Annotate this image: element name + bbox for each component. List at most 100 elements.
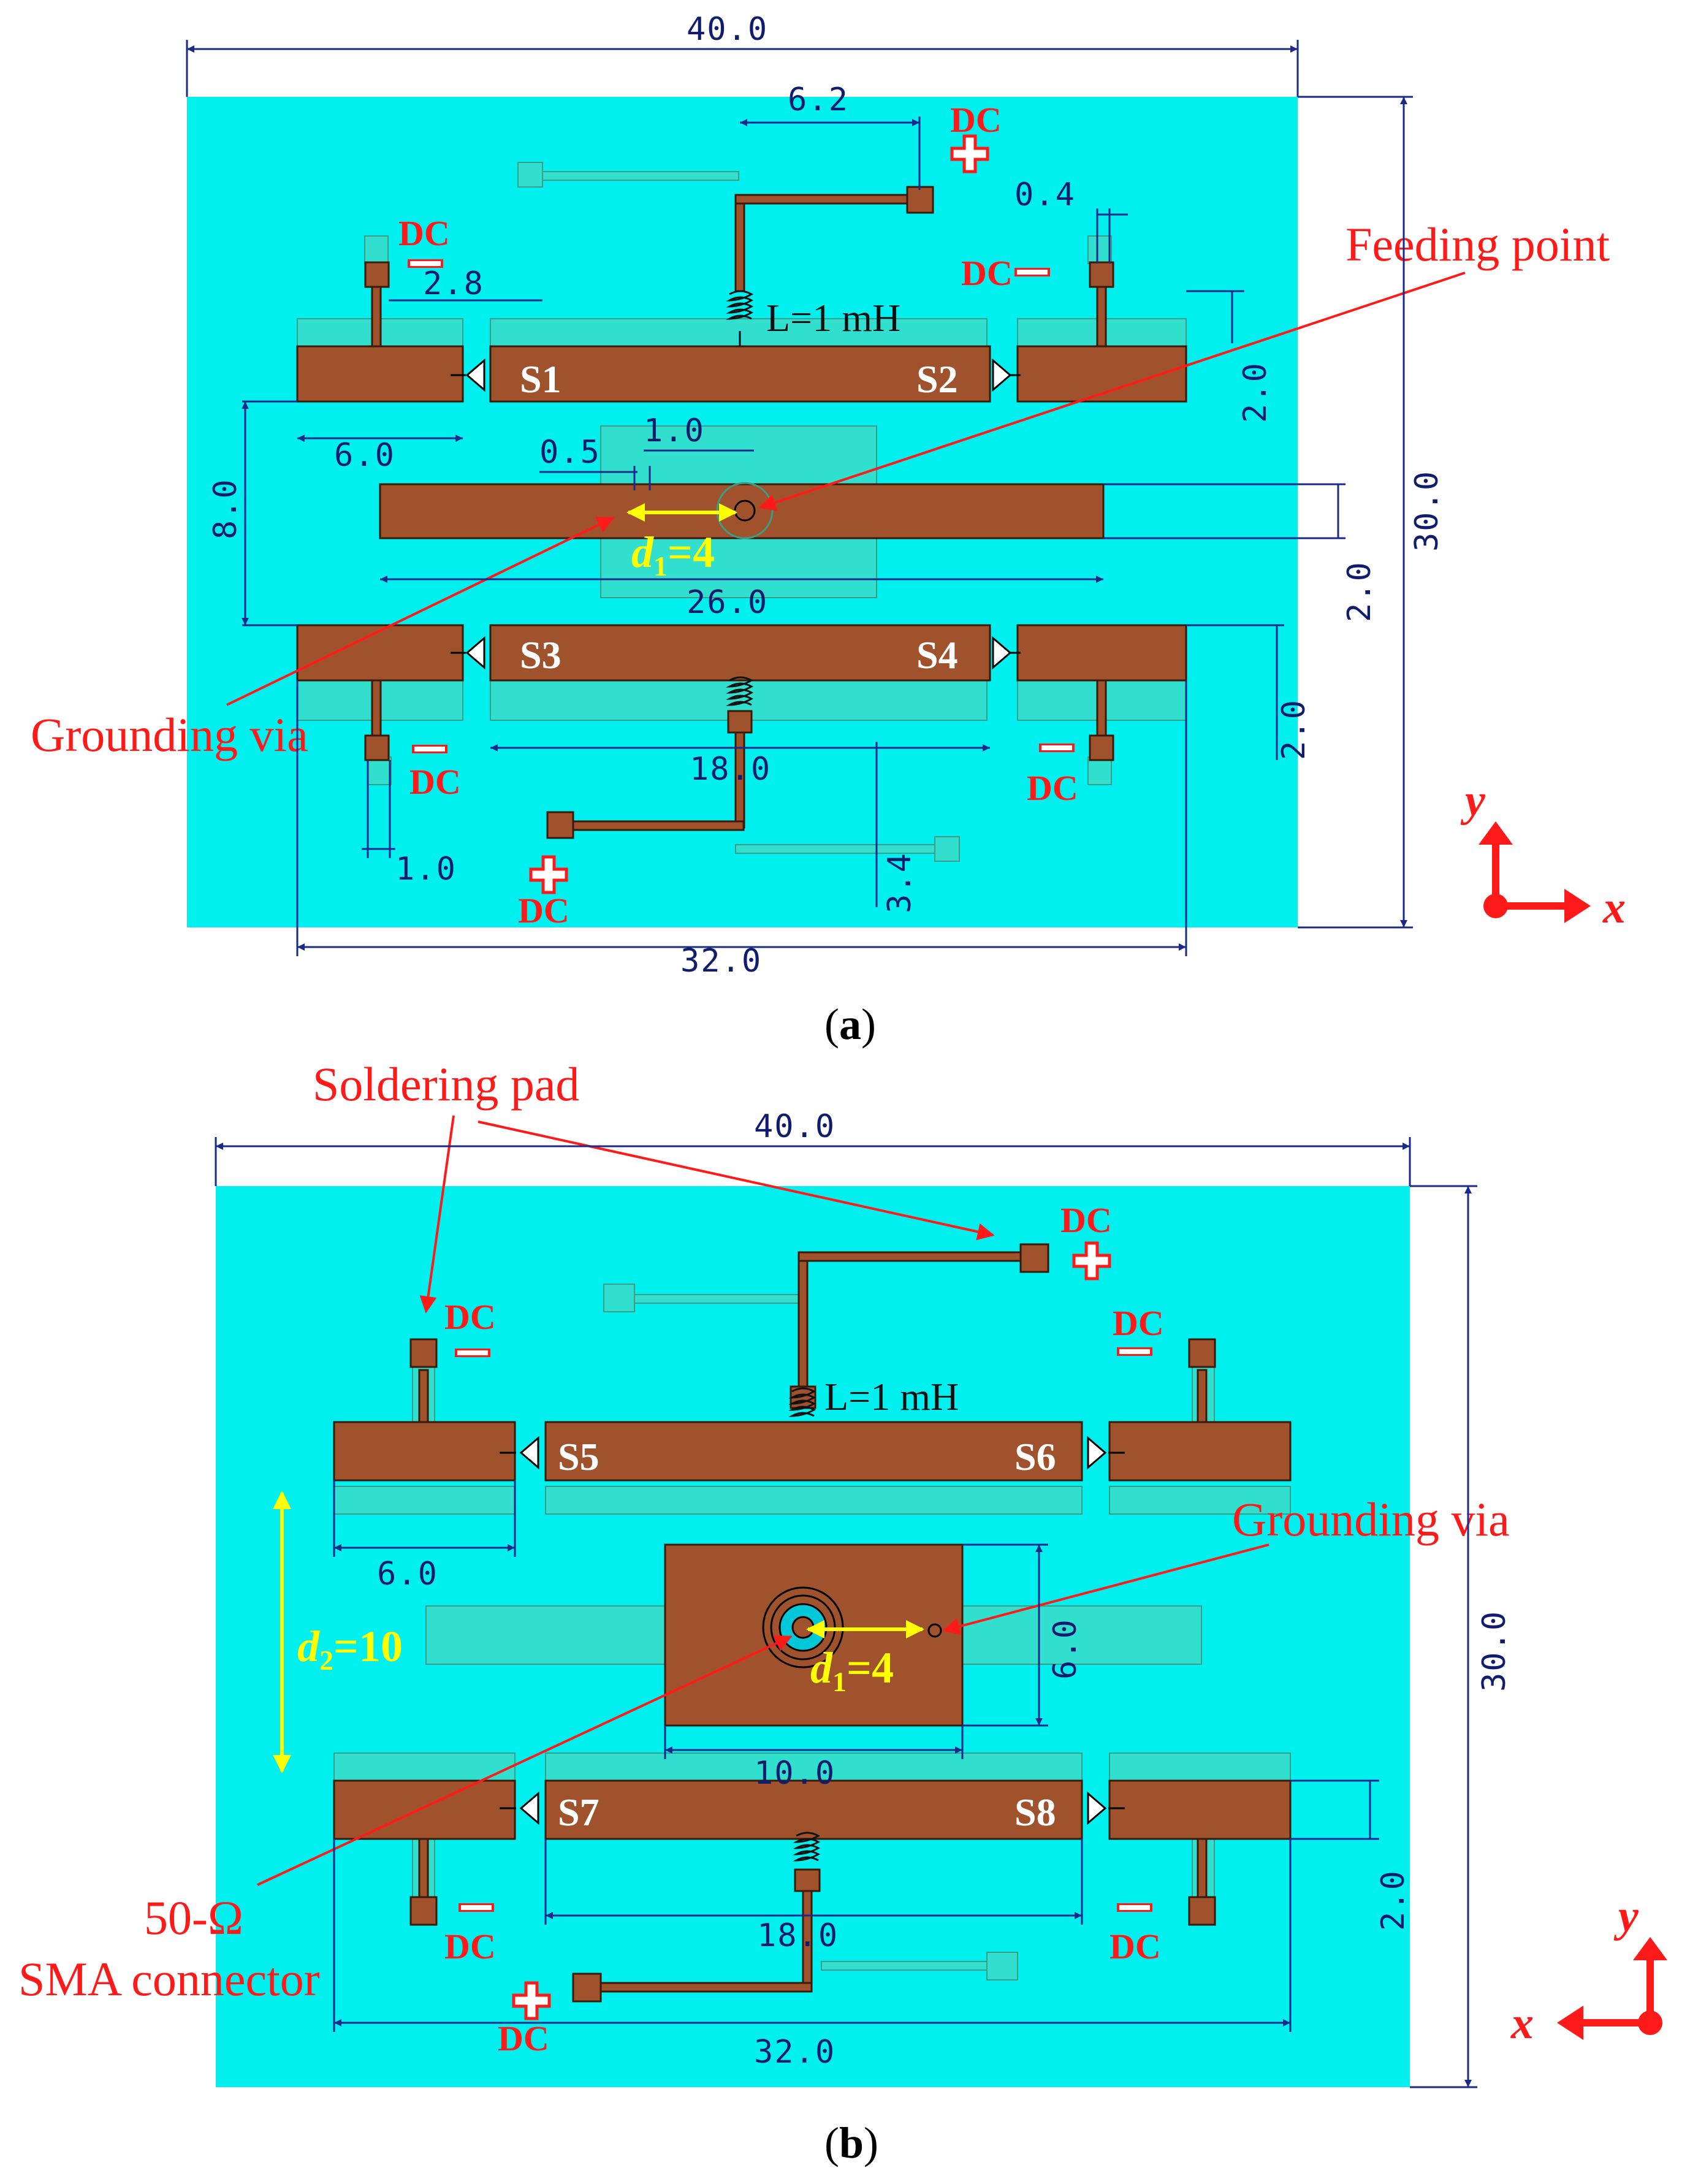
ghost-shape xyxy=(934,836,960,862)
svg-text:8.0: 8.0 xyxy=(207,478,244,539)
label-feeding-point: Feeding point xyxy=(1346,218,1610,271)
svg-text:6.0: 6.0 xyxy=(334,437,395,474)
strip-a-lm xyxy=(489,624,991,682)
dc-label: DC xyxy=(444,1297,496,1337)
dc-line xyxy=(794,1868,821,1892)
svg-text:y: y xyxy=(1613,1891,1639,1941)
caption-b: (b) xyxy=(824,2118,878,2167)
inductor-coil-a-top xyxy=(726,290,754,320)
dc-line xyxy=(1096,284,1107,348)
svg-text:40.0: 40.0 xyxy=(687,11,768,48)
label-s1: S1 xyxy=(520,357,561,401)
svg-text:x: x xyxy=(1602,883,1626,933)
dc-pad-a-top xyxy=(906,186,934,214)
svg-text:3.4: 3.4 xyxy=(881,852,918,913)
dc-line xyxy=(1197,1838,1208,1901)
dc-pad-b4 xyxy=(1188,1896,1216,1926)
inductor-coil-b-top xyxy=(788,1387,816,1417)
ghost-shape xyxy=(1087,235,1112,264)
svg-text:1.0: 1.0 xyxy=(395,851,457,888)
dc-label: DC xyxy=(409,762,461,802)
dc-pad-a1 xyxy=(364,261,390,288)
label-grounding-via-b: Grounding via xyxy=(1232,1493,1510,1546)
svg-text:6.0: 6.0 xyxy=(1047,1618,1084,1680)
ghost-shape xyxy=(821,1961,988,1971)
svg-text:26.0: 26.0 xyxy=(687,584,768,621)
dc-label: DC xyxy=(398,213,450,253)
ghost-shape xyxy=(333,1486,516,1515)
dc-pad-b1 xyxy=(409,1338,438,1368)
ghost-shape xyxy=(545,1752,1083,1781)
dc-label: DC xyxy=(961,253,1013,293)
svg-text:1.0: 1.0 xyxy=(644,413,705,449)
ghost-shape xyxy=(1109,1486,1291,1515)
strip-a-ground xyxy=(379,483,1105,539)
dc-line xyxy=(568,820,745,831)
dc-pad-b2 xyxy=(1188,1338,1216,1368)
ghost-shape xyxy=(634,1294,807,1304)
dc-label: DC xyxy=(1110,1927,1161,1966)
label-soldering-pad: Soldering pad xyxy=(313,1057,579,1111)
svg-text:18.0: 18.0 xyxy=(690,751,771,788)
switch-b-s8 xyxy=(1087,1791,1125,1825)
svg-text:32.0: 32.0 xyxy=(754,2034,835,2071)
strip-a-um xyxy=(489,345,991,403)
dc-label: DC xyxy=(1027,768,1078,808)
inductor-coil-b-bottom xyxy=(793,1832,821,1862)
annotation-arrow xyxy=(942,1543,1269,1635)
label-s7: S7 xyxy=(558,1790,599,1834)
ghost-shape xyxy=(367,756,392,785)
svg-text:30.0: 30.0 xyxy=(1409,470,1445,552)
switch-b-s6 xyxy=(1087,1436,1125,1470)
ghost-shape xyxy=(333,1752,516,1781)
label-grounding-via-a: Grounding via xyxy=(31,708,308,761)
svg-text:0.5: 0.5 xyxy=(539,434,601,471)
annotation-arrow xyxy=(758,272,1466,511)
label-sma-2: SMA connector xyxy=(18,1952,320,2006)
label-d1-b: d1=4 xyxy=(810,1643,894,1697)
dc-pad-b-top xyxy=(1019,1243,1049,1273)
inductor-coil-a-bottom xyxy=(726,676,754,706)
ghost-shape xyxy=(542,171,739,181)
ghost-shape xyxy=(545,1486,1083,1515)
dc-line xyxy=(734,194,908,205)
strip-a-ll xyxy=(296,624,464,682)
ghost-shape xyxy=(735,844,935,854)
switch-a-s3 xyxy=(451,636,485,670)
svg-text:2.0: 2.0 xyxy=(1375,1870,1412,1931)
label-s6: S6 xyxy=(1014,1435,1056,1478)
axes-a: y x xyxy=(1460,775,1626,933)
ghost-shape xyxy=(986,1952,1018,1980)
svg-text:2.0: 2.0 xyxy=(1341,561,1378,622)
dc-label: DC xyxy=(1060,1200,1112,1240)
ghost-shape xyxy=(603,1284,635,1312)
strip-a-lr xyxy=(1016,624,1187,682)
svg-text:2.0: 2.0 xyxy=(1276,699,1312,760)
dc-line xyxy=(418,1838,429,1901)
dc-pad-a3 xyxy=(364,734,390,761)
label-s5: S5 xyxy=(558,1435,599,1478)
dc-line xyxy=(596,1982,813,1993)
annotation-arrow xyxy=(257,1635,793,1886)
svg-text:0.4: 0.4 xyxy=(1014,177,1076,213)
label-inductor-b: L=1 mH xyxy=(824,1375,959,1418)
strip-b-ur xyxy=(1108,1421,1292,1482)
strip-b-lm xyxy=(544,1779,1083,1840)
caption-a: (a) xyxy=(824,1000,876,1049)
svg-text:6.2: 6.2 xyxy=(788,82,849,118)
switch-a-s4 xyxy=(992,636,1021,670)
strip-b-ul xyxy=(333,1421,516,1482)
dc-label: DC xyxy=(518,891,569,930)
annotation-arrow xyxy=(226,517,615,706)
ghost-shape xyxy=(364,235,389,264)
switch-a-s2 xyxy=(992,358,1021,392)
dc-label: DC xyxy=(498,2018,549,2058)
panel-b: DC DC DC DC DC DC S5 S6 S7 S8 L=1 mH d1=… xyxy=(18,1057,1667,2167)
svg-text:2.8: 2.8 xyxy=(423,265,484,302)
dc-pad-a4 xyxy=(1089,734,1114,761)
dc-line xyxy=(727,710,753,734)
strip-b-lr xyxy=(1108,1779,1292,1840)
label-inductor-a: L=1 mH xyxy=(766,296,900,340)
strip-b-um xyxy=(544,1421,1083,1482)
